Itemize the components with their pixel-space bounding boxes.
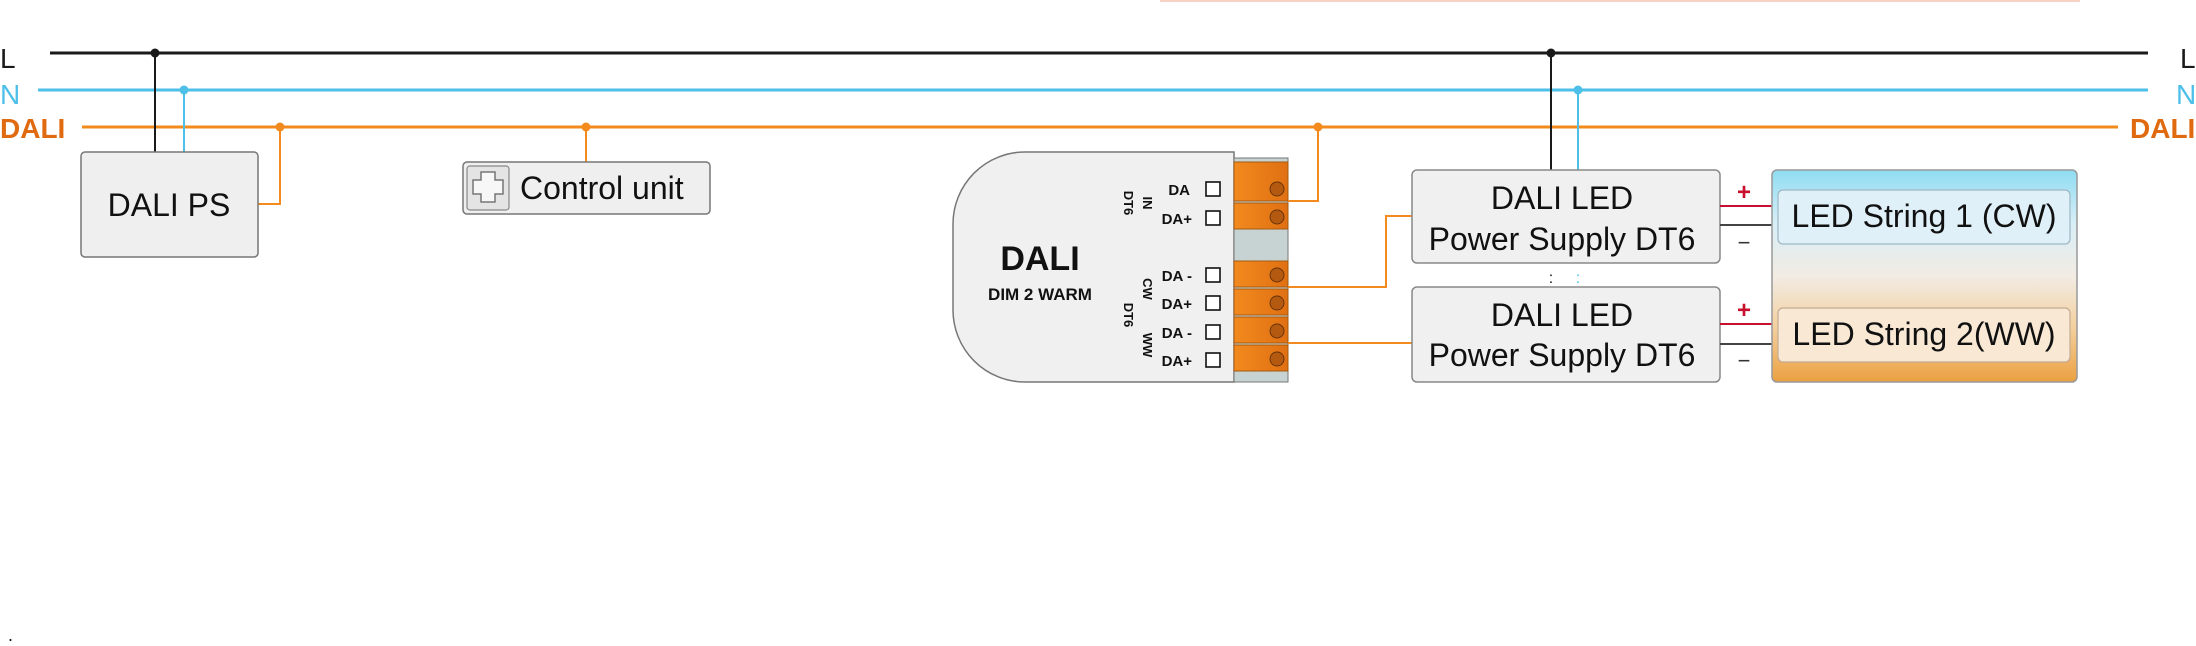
terminal-label-3: DA - xyxy=(1162,268,1192,285)
l-label-right: L xyxy=(2180,43,2196,74)
terminal-clamp-5 xyxy=(1233,316,1289,344)
dali-ps-box: DALI PS xyxy=(80,151,259,258)
led-string-1-box xyxy=(1777,189,2071,245)
psu-bottom-plus-sign: + xyxy=(1737,297,1751,324)
led-string-2-box xyxy=(1777,307,2071,363)
psu-bottom-minus-sign: − xyxy=(1738,348,1751,373)
group-in-label: IN xyxy=(1140,197,1155,210)
terminal-square-2 xyxy=(1205,210,1221,226)
group-ww-label: WW xyxy=(1140,333,1155,358)
ps-dali-wire xyxy=(258,127,281,205)
dali-dim2warm-module: DALI DIM 2 WARM IN DT6 CW DT6 WW DA DA+ … xyxy=(952,151,1289,383)
terminal-screw-4 xyxy=(1269,295,1285,311)
footer-mark: . xyxy=(8,625,13,645)
n-label-left: N xyxy=(0,79,20,110)
cw-dali-output-wire xyxy=(1288,215,1412,288)
control-unit-box: Control unit xyxy=(462,161,711,215)
module-dali-in-wire xyxy=(1288,127,1319,202)
psu-top-box: DALI LED Power Supply DT6 xyxy=(1411,169,1721,264)
plus-icon xyxy=(472,171,504,203)
ps-n-junction xyxy=(179,85,189,95)
psu-top-line1: DALI LED xyxy=(1491,180,1633,216)
group-cw-label: CW xyxy=(1140,278,1155,300)
module-dali-junction xyxy=(1313,122,1323,132)
led-string-1-label: LED String 1 (CW) xyxy=(1792,198,2057,234)
dali-label-left: DALI xyxy=(0,113,65,144)
dali-ps-label: DALI PS xyxy=(108,187,231,223)
terminal-square-4 xyxy=(1205,295,1221,311)
terminal-label-6: DA+ xyxy=(1162,353,1193,370)
terminal-square-3 xyxy=(1205,267,1221,283)
psu-l-continuation: : xyxy=(1549,270,1553,287)
terminal-screw-2 xyxy=(1269,209,1285,225)
terminal-screw-3 xyxy=(1269,267,1285,283)
ps-l-junction xyxy=(150,48,160,58)
ps-dali-junction xyxy=(275,122,285,132)
dali-label-right: DALI xyxy=(2130,113,2195,144)
module-title: DALI xyxy=(1000,240,1079,278)
control-unit-label: Control unit xyxy=(520,170,684,206)
terminal-label-2: DA+ xyxy=(1162,211,1193,228)
terminal-screw-6 xyxy=(1269,351,1285,367)
group-out-type: DT6 xyxy=(1121,303,1136,328)
terminal-label-4: DA+ xyxy=(1162,296,1193,313)
n-label-right: N xyxy=(2176,79,2196,110)
psu-bottom-box: DALI LED Power Supply DT6 xyxy=(1411,286,1721,383)
psu-top-minus-sign: − xyxy=(1738,230,1751,255)
psu-n-junction xyxy=(1573,85,1583,95)
terminal-square-1 xyxy=(1205,181,1221,197)
psu-bottom-line1: DALI LED xyxy=(1491,297,1633,333)
terminal-screw-5 xyxy=(1269,323,1285,339)
terminal-block xyxy=(1233,157,1289,383)
l-label-left: L xyxy=(0,43,16,74)
led-string-2-label: LED String 2(WW) xyxy=(1792,316,2055,352)
group-in-type: DT6 xyxy=(1121,191,1136,216)
psu-bottom-line2: Power Supply DT6 xyxy=(1429,337,1696,373)
psu-l-junction xyxy=(1546,48,1556,58)
terminal-screw-1 xyxy=(1269,181,1285,197)
control-unit-dali-junction xyxy=(581,122,591,132)
psu-top-plus-sign: + xyxy=(1737,179,1751,206)
terminal-square-5 xyxy=(1205,324,1221,340)
terminal-label-1: DA xyxy=(1168,182,1190,199)
led-panel: LED String 1 (CW) LED String 2(WW) xyxy=(1771,169,2078,383)
module-subtitle: DIM 2 WARM xyxy=(988,285,1092,304)
psu-top-line2: Power Supply DT6 xyxy=(1429,221,1696,257)
psu-n-continuation: : xyxy=(1576,270,1580,287)
terminal-square-6 xyxy=(1205,352,1221,368)
terminal-label-5: DA - xyxy=(1162,325,1192,342)
